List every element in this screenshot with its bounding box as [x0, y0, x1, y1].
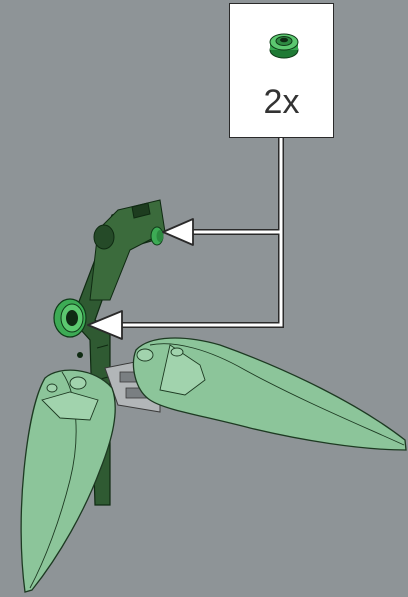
bushing-lower	[54, 299, 86, 337]
parts-list-box: 2x	[229, 3, 334, 138]
part-quantity: 2x	[230, 83, 333, 122]
sand-green-blade-right	[134, 338, 406, 450]
sand-green-blade-left	[21, 370, 115, 592]
callout-connector	[112, 138, 281, 325]
round-bushing-icon	[267, 28, 301, 62]
dark-green-beam	[72, 200, 165, 505]
grey-connector	[105, 362, 160, 412]
bushing-upper	[151, 227, 164, 245]
arrow-upper	[163, 219, 193, 245]
arrow-lower	[88, 311, 122, 339]
